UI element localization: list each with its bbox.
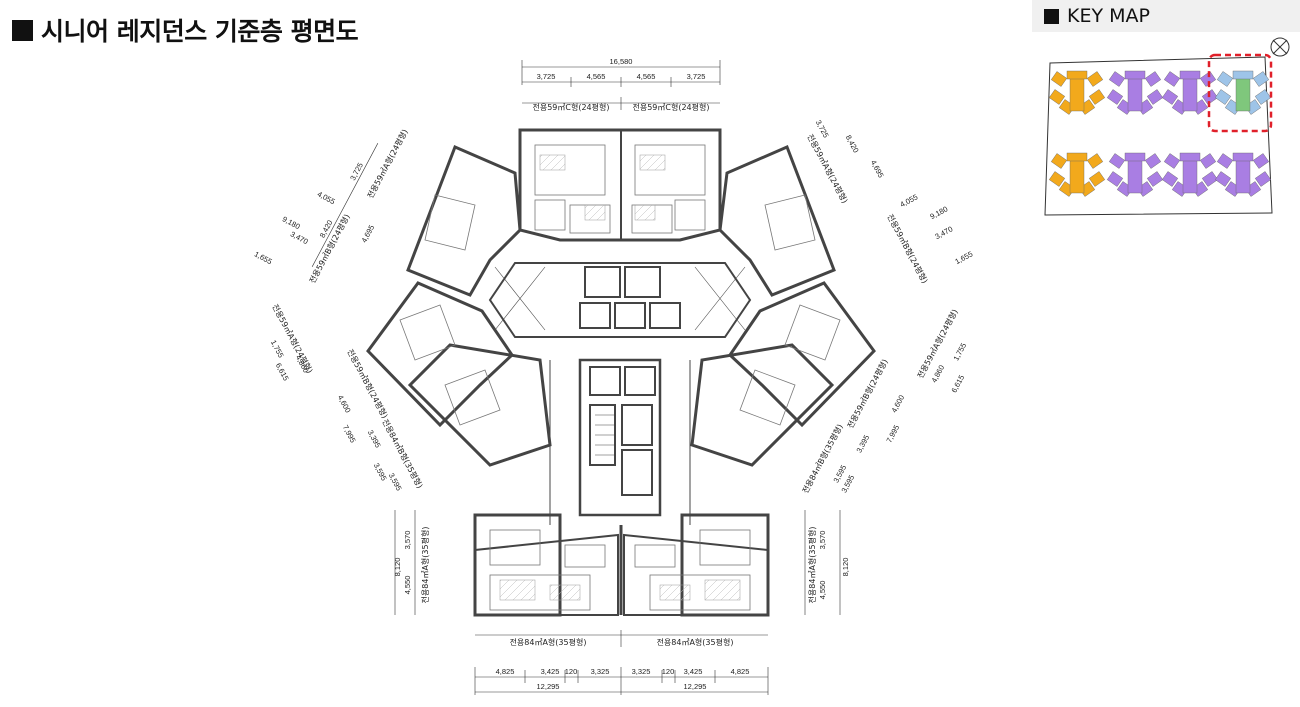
ur-dim-5: 9,180 — [928, 204, 949, 221]
upper-left-dimension: 8,420 3,725 4,695 전용59㎡A형(24평형) 9,180 4,… — [253, 127, 410, 285]
ul-unit-a-label: 전용59㎡A형(24평형) — [365, 127, 410, 200]
bottom-dim-8: 4,825 — [731, 667, 750, 676]
key-map-square-icon — [1044, 8, 1059, 24]
ml-dim-7: 3,595 — [372, 461, 389, 482]
ur-dim-6: 3,470 — [933, 224, 954, 241]
key-map-title: KEY MAP — [1067, 5, 1150, 27]
bottom-dimension: 전용84㎡A형(35평형) 전용84㎡A형(35평형) 4,825 3,425 … — [474, 630, 769, 695]
floor-plan: 16,580 3,725 4,565 4,565 3,725 전용59㎡C형(2… — [253, 57, 974, 695]
lrs-dim-3: 4,550 — [818, 581, 827, 600]
lower-right-side-dimension: 3,570 8,120 4,550 전용84㎡A형(35평형) — [804, 510, 850, 615]
bottom-dim-7: 3,425 — [684, 667, 703, 676]
site-outline — [1044, 56, 1273, 216]
bottom-dim-3: 120 — [565, 667, 578, 676]
lrs-unit-label: 전용84㎡A형(35평형) — [807, 527, 817, 604]
page-title-text: 시니어 레지던스 기준층 평면도 — [41, 17, 359, 46]
lrs-dim-2: 8,120 — [841, 558, 850, 577]
ur-dim-3: 4,695 — [869, 158, 886, 179]
ul-dim-2: 3,725 — [348, 161, 365, 182]
key-map — [1044, 37, 1290, 216]
ul-dim-7: 1,655 — [253, 249, 274, 266]
bottom-total-right: 12,295 — [684, 682, 707, 691]
building-2 — [1106, 70, 1164, 115]
building-4-highlighted — [1214, 70, 1272, 115]
ur-dim-1: 3,725 — [814, 118, 831, 139]
ur-dim-2: 8,420 — [844, 133, 861, 154]
bottom-dim-2: 3,425 — [541, 667, 560, 676]
ml-unit-c-label: 전용84㎡B형(35평형) — [380, 417, 425, 490]
lower-left-side-dimension: 3,570 8,120 4,550 전용84㎡A형(35평형) — [393, 510, 430, 615]
top-dim-3: 4,565 — [637, 72, 656, 81]
ur-dim-4: 4,055 — [898, 192, 919, 209]
lrs-dim-1: 3,570 — [818, 531, 827, 550]
mr-dim-6: 7,995 — [884, 423, 901, 444]
bottom-unit-left-label: 전용84㎡A형(35평형) — [510, 637, 587, 647]
mr-dim-2: 4,860 — [929, 363, 946, 384]
top-dimension: 16,580 3,725 4,565 4,565 3,725 전용59㎡C형(2… — [521, 57, 721, 112]
ml-dim-1: 1,755 — [269, 338, 286, 359]
top-unit-right-label: 전용59㎡C형(24평형) — [633, 102, 710, 112]
top-dim-1: 3,725 — [537, 72, 556, 81]
lls-unit-label: 전용84㎡A형(35평형) — [420, 527, 430, 604]
building-3 — [1161, 70, 1219, 115]
building-6 — [1106, 152, 1164, 197]
north-arrow-icon — [1270, 37, 1290, 57]
mr-dim-3: 6,615 — [949, 373, 966, 394]
mr-dim-1: 1,755 — [951, 341, 968, 362]
lls-dim-3: 4,550 — [403, 576, 412, 595]
ml-dim-3: 6,615 — [274, 361, 291, 382]
ur-unit-b-label: 전용59㎡B형(24평형) — [885, 212, 930, 285]
top-dim-4: 3,725 — [687, 72, 706, 81]
top-dim-2: 4,565 — [587, 72, 606, 81]
ml-dim-8: 3,595 — [387, 471, 404, 492]
ur-unit-a-label: 전용59㎡A형(24평형) — [805, 132, 850, 205]
ul-dim-4: 9,180 — [281, 214, 302, 231]
bottom-unit-right-label: 전용84㎡A형(35평형) — [657, 637, 734, 647]
page-title: 시니어 레지던스 기준층 평면도 — [12, 12, 359, 48]
top-unit-left-label: 전용59㎡C형(24평형) — [533, 102, 610, 112]
bottom-total-left: 12,295 — [537, 682, 560, 691]
building-7 — [1161, 152, 1219, 197]
ur-dim-7: 1,655 — [953, 249, 974, 266]
building-1 — [1048, 70, 1106, 115]
mid-left-dimension: 전용59㎡A형(24평형) 1,755 4,860 6,615 전용59㎡B형(… — [269, 302, 425, 492]
lls-dim-2: 8,120 — [393, 558, 402, 577]
title-square-icon — [12, 19, 33, 41]
ml-dim-5: 7,995 — [341, 423, 358, 444]
ul-dim-3: 4,695 — [359, 223, 376, 244]
bottom-dim-1: 4,825 — [496, 667, 515, 676]
bottom-dim-5: 3,325 — [632, 667, 651, 676]
ml-dim-2: 4,860 — [294, 353, 311, 374]
lls-dim-1: 3,570 — [403, 531, 412, 550]
ul-dim-5: 4,055 — [316, 189, 337, 206]
top-total-dim: 16,580 — [610, 57, 633, 66]
furniture — [499, 154, 741, 601]
mr-dim-5: 3,395 — [854, 433, 871, 454]
ul-dim-6: 3,470 — [289, 229, 310, 246]
bottom-dim-4: 3,325 — [591, 667, 610, 676]
building-walls — [366, 128, 876, 617]
mr-dim-4: 4,600 — [889, 393, 906, 414]
building-8 — [1214, 152, 1272, 197]
building-5 — [1048, 152, 1106, 197]
highlight-dashed-box — [1207, 53, 1273, 133]
ml-dim-6: 3,395 — [366, 428, 383, 449]
bottom-dim-6: 120 — [662, 667, 675, 676]
mr-unit-b-label: 전용59㎡B형(24평형) — [845, 357, 890, 430]
ml-dim-4: 4,600 — [336, 393, 353, 414]
core — [488, 262, 752, 525]
key-map-header: KEY MAP — [1032, 0, 1300, 32]
